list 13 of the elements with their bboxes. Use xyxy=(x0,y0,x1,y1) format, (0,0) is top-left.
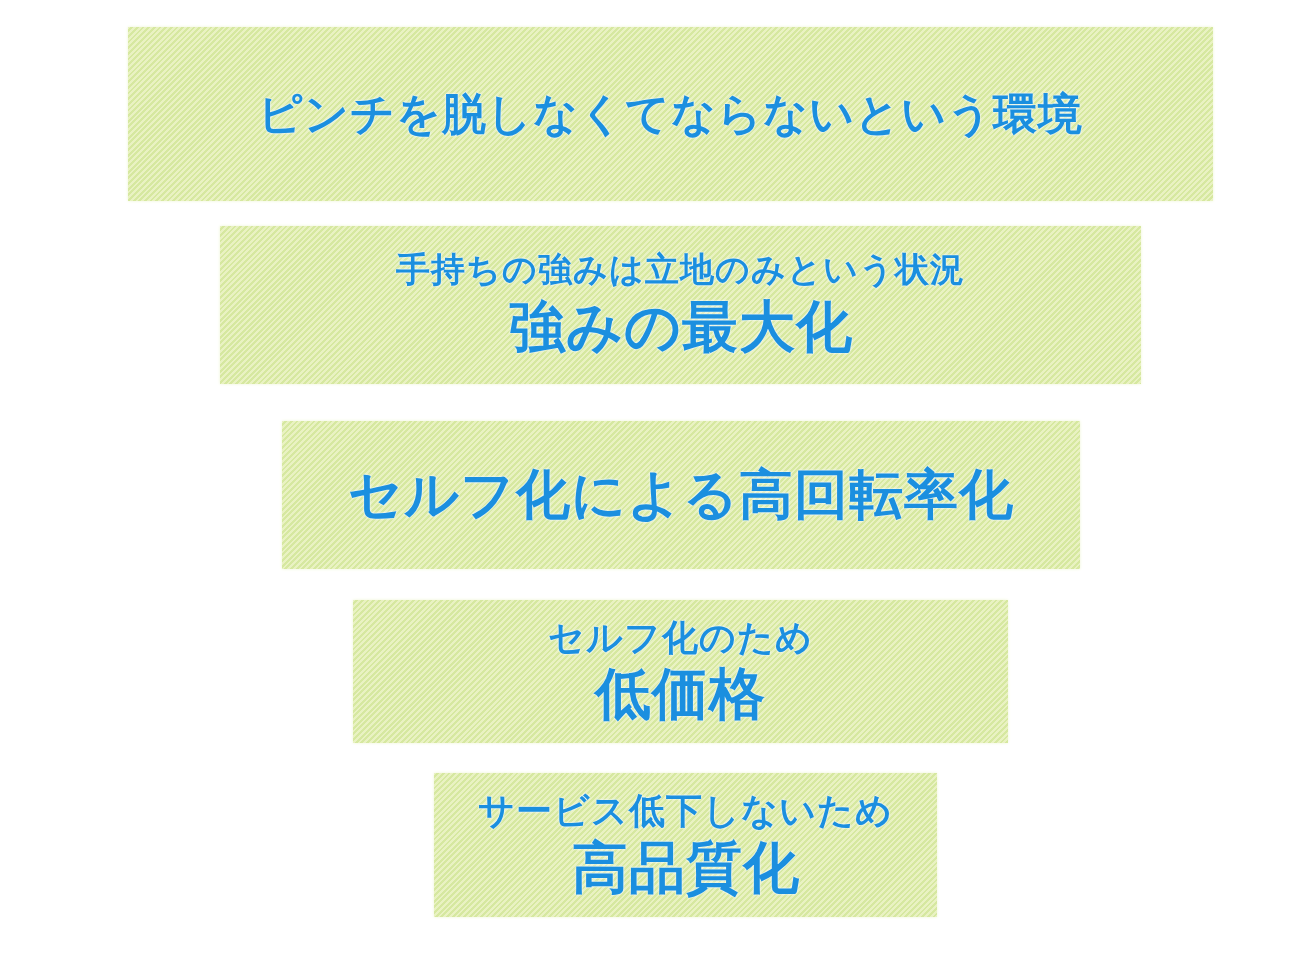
subtitle-text: サービス低下しないため xyxy=(478,790,893,832)
subtitle-text: 手持ちの強みは立地のみという状況 xyxy=(396,250,965,290)
funnel-band xyxy=(434,773,937,917)
subtitle-text: セルフ化のため xyxy=(548,616,813,658)
funnel-band xyxy=(282,421,1080,569)
heading-text: 高品質化 xyxy=(571,835,800,900)
heading-text: 強みの最大化 xyxy=(508,295,853,360)
funnel-band xyxy=(220,226,1141,384)
heading-text: 低価格 xyxy=(595,662,766,727)
funnel-band xyxy=(353,600,1008,743)
funnel-band xyxy=(128,27,1213,201)
heading-text: セルフ化による高回転率化 xyxy=(348,463,1014,527)
heading-text: ピンチを脱しなくてならないという環境 xyxy=(258,88,1083,140)
